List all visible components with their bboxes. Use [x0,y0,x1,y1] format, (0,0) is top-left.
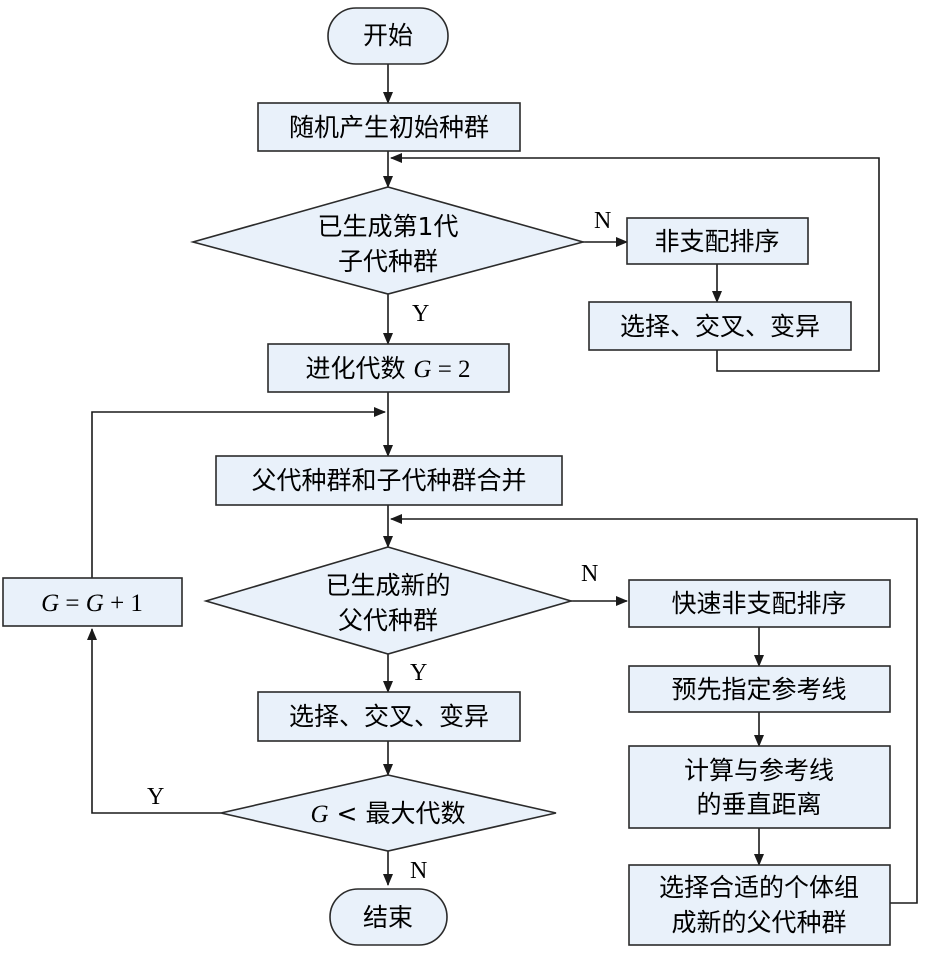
fast-nondominated-sort-box [628,579,891,628]
increment-var2: G [86,590,104,617]
check-new-parent-line2: 父代种群 [338,606,438,635]
start-terminal [327,7,449,65]
edge-label-n3: N [410,858,427,884]
check-max-diamond [220,774,557,852]
loop-back-to-check1 [390,153,880,372]
gen-counter-suffix: = 2 [431,356,470,383]
check-first-offspring-diamond [189,186,587,295]
edge-labels: N Y N Y Y N [147,208,611,884]
fast-nondominated-sort-node: 快速非支配排序 [628,579,891,628]
gen-counter-prefix: 进化代数 [305,354,413,383]
check-max-label: G < 最大代数 [311,799,466,828]
check-first-offspring-node: 已生成第1代 子代种群 [189,186,587,295]
edge-label-n2: N [581,561,598,587]
select-cross-mutate-1-box [588,301,852,351]
select-cross-mutate-2-node: 选择、交叉、变异 [257,691,521,742]
reference-lines-box [628,665,891,713]
nondominated-sort-label: 非支配排序 [654,227,779,256]
distance-line2: 的垂直距离 [696,790,821,819]
check-max-node: G < 最大代数 [220,774,557,852]
fast-nondominated-sort-label: 快速非支配排序 [671,589,846,618]
distance-line1: 计算与参考线 [684,756,834,785]
select-individuals-node: 选择合适的个体组 成新的父代种群 [628,864,891,946]
edge-label-n1: N [594,208,611,234]
nondominated-sort-node: 非支配排序 [626,217,809,265]
select-individuals-line1: 选择合适的个体组 [659,873,859,902]
check-first-offspring-line1: 已生成第1代 [318,212,459,241]
arrow-increment-to-merge [91,407,386,578]
check-max-var: G [311,801,329,828]
reference-lines-label: 预先指定参考线 [671,675,846,704]
end-label: 结束 [363,903,413,932]
select-cross-mutate-2-label: 选择、交叉、变异 [289,702,489,731]
init-population-label: 随机产生初始种群 [289,113,489,142]
gen-counter-box [267,343,510,393]
select-cross-mutate-1-label: 选择、交叉、变异 [620,312,820,341]
connectors [87,64,918,904]
increment-node: G = G + 1 [2,577,183,627]
increment-var1: G [41,590,59,617]
init-population-box [257,102,521,152]
end-terminal [329,888,448,946]
edge-label-y3: Y [147,784,164,810]
increment-mid: = [59,590,86,617]
merge-node: 父代种群和子代种群合并 [215,455,563,506]
edge-label-y2: Y [410,660,427,686]
increment-label: G = G + 1 [41,590,143,617]
arrow-check3-yes [87,628,221,814]
distance-node: 计算与参考线 的垂直距离 [628,745,891,829]
merge-box [215,455,563,506]
select-individuals-box [628,864,891,946]
start-label: 开始 [363,21,413,50]
start-node: 开始 [327,7,449,65]
gen-counter-node: 进化代数 G = 2 [267,343,510,393]
end-node: 结束 [329,888,448,946]
check-first-offspring-line2: 子代种群 [338,247,438,276]
distance-box [628,745,891,829]
check-new-parent-diamond [203,546,574,655]
gen-counter-var: G [413,356,431,383]
increment-box [2,577,183,627]
increment-suffix: + 1 [104,590,143,617]
select-cross-mutate-2-box [257,691,521,742]
nondominated-sort-box [626,217,809,265]
loop-back-to-check2 [390,514,918,904]
check-max-suffix: < 最大代数 [329,799,466,828]
check-new-parent-line1: 已生成新的 [325,571,450,600]
reference-lines-node: 预先指定参考线 [628,665,891,713]
edge-label-y1: Y [412,301,429,327]
merge-label: 父代种群和子代种群合并 [251,466,526,495]
gen-counter-label: 进化代数 G = 2 [305,354,470,383]
init-population-node: 随机产生初始种群 [257,102,521,152]
select-cross-mutate-1-node: 选择、交叉、变异 [588,301,852,351]
check-new-parent-node: 已生成新的 父代种群 [203,546,574,655]
select-individuals-line2: 成新的父代种群 [671,908,846,937]
